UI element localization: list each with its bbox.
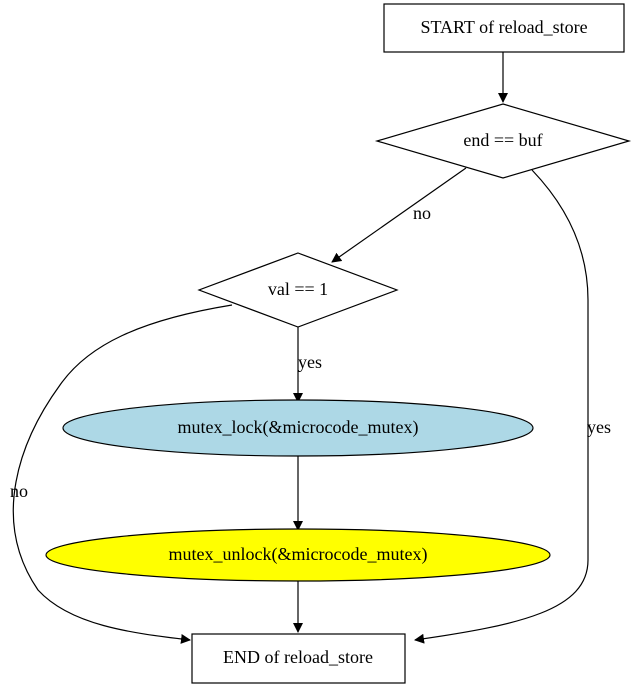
end-node-label: END of reload_store [223, 647, 373, 667]
end-node: END of reload_store [191, 633, 406, 684]
decision-val-equals-1: val == 1 [197, 252, 399, 328]
edge-cond-end-buf-yes [414, 169, 589, 644]
mutex-unlock-node: mutex_unlock(&microcode_mutex) [45, 528, 551, 582]
start-node-label: START of reload_store [420, 17, 587, 37]
start-node: START of reload_store [383, 3, 625, 53]
mutex-lock-node-label: mutex_lock(&microcode_mutex) [178, 417, 419, 438]
decision-end-equals-buf: end == buf [374, 103, 632, 179]
decision-val-equals-1-label: val == 1 [268, 279, 328, 299]
mutex-lock-node: mutex_lock(&microcode_mutex) [62, 399, 534, 457]
edge-label-end-buf-yes: yes [587, 417, 611, 437]
edge-label-end-buf-no: no [413, 203, 431, 223]
decision-end-equals-buf-label: end == buf [463, 130, 542, 150]
edge-label-val-yes: yes [298, 352, 322, 372]
edge-cond-val-no [12, 304, 233, 644]
mutex-unlock-node-label: mutex_unlock(&microcode_mutex) [169, 544, 428, 565]
edge-cond-end-buf-no [331, 167, 467, 263]
edge-label-val-no: no [10, 481, 28, 501]
